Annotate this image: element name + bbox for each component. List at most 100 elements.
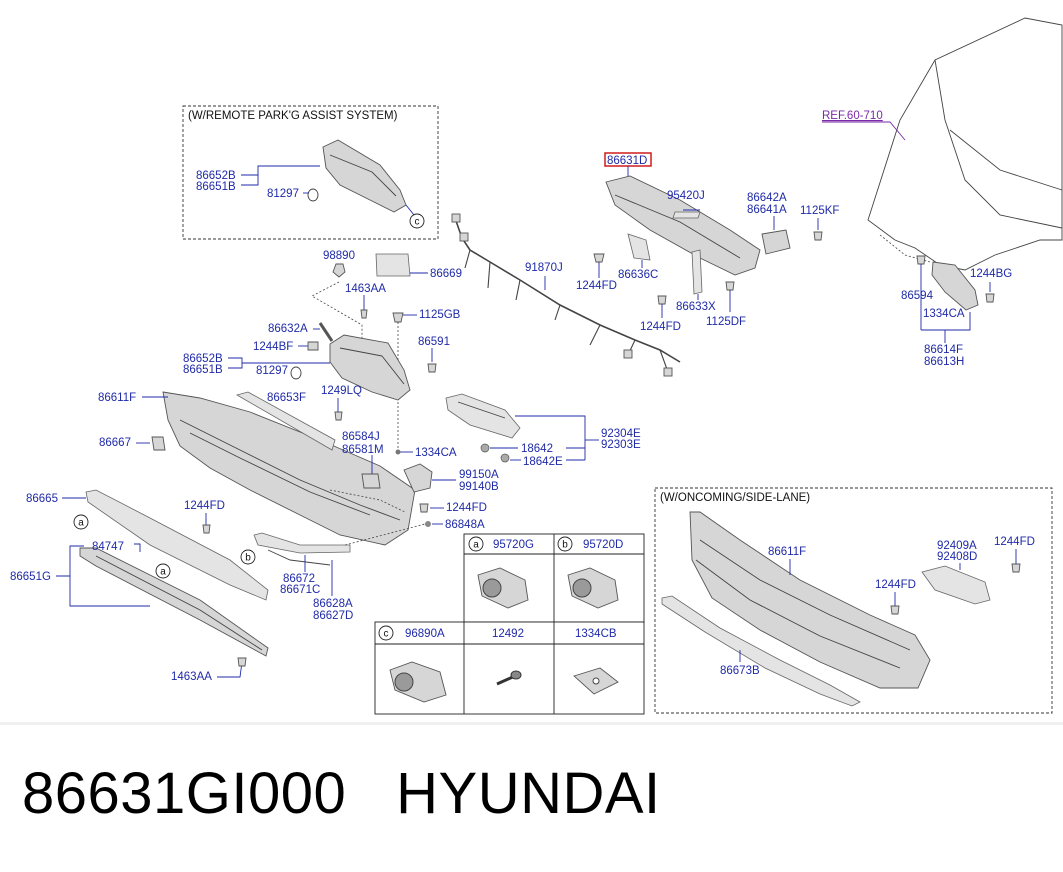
reflector-86653F [235,391,336,451]
callout-a-lower [155,563,171,579]
label-92408D[interactable]: 92408D [937,551,977,563]
label-86672[interactable]: 86672 [283,573,315,585]
label-86652B-upper[interactable]: 86652B [196,170,236,182]
label-86669[interactable]: 86669 [430,268,462,280]
label-12492[interactable]: 12492 [492,628,524,640]
clip-98890 [332,263,346,278]
label-86581M[interactable]: 86581M [342,444,384,456]
table-tag-b [557,536,573,552]
reflex-lamp-92304E [445,393,521,439]
label-86591[interactable]: 86591 [418,336,450,348]
svg-text:a: a [160,567,166,578]
label-86651B-upper[interactable]: 86651B [196,181,236,193]
label-1244FD-box-right[interactable]: 1244FD [994,536,1035,548]
label-86653F[interactable]: 86653F [267,392,306,404]
bracket-86636C [627,233,651,261]
label-99150A[interactable]: 99150A [459,469,499,481]
label-91870J[interactable]: 91870J [525,262,563,274]
callout-a-left [73,514,89,530]
remote-park-assist-title: (W/REMOTE PARK'G ASSIST SYSTEM) [188,110,398,122]
label-1334CA-right[interactable]: 1334CA [923,308,965,320]
label-1244FD-beam[interactable]: 1244FD [576,280,617,292]
label-1334CA-left[interactable]: 1334CA [415,447,457,459]
label-95720G[interactable]: 95720G [493,539,534,551]
sensor-95720D-image [567,567,619,609]
label-86636C[interactable]: 86636C [618,269,658,281]
label-92303E[interactable]: 92303E [601,439,641,451]
callout-c-upper [409,213,425,229]
label-86631D[interactable]: 86631D [607,155,647,167]
label-96890A[interactable]: 96890A [405,628,445,640]
molding-86673B [661,595,861,707]
part-86669 [375,253,411,277]
label-1463AA-lower[interactable]: 1463AA [171,671,212,683]
svg-text:b: b [245,553,251,564]
label-84747[interactable]: 84747 [92,541,124,553]
label-1334CB[interactable]: 1334CB [575,628,617,640]
label-1125DF[interactable]: 1125DF [706,316,746,328]
label-86665[interactable]: 86665 [26,493,58,505]
label-86667[interactable]: 86667 [99,437,131,449]
label-86651B-lower[interactable]: 86651B [183,364,223,376]
label-86594[interactable]: 86594 [901,290,934,302]
label-92409A[interactable]: 92409A [937,540,977,552]
label-1125KF[interactable]: 1125KF [800,205,839,217]
part-number-footer: 86631GI000 HYUNDAI [22,760,661,827]
label-1244FD-left[interactable]: 1244FD [184,500,225,512]
screw-86591 [427,363,437,373]
label-81297-upper[interactable]: 81297 [267,188,299,200]
label-86673B[interactable]: 86673B [720,665,760,677]
label-86627D[interactable]: 86627D [313,610,353,622]
bracket-86614F [931,261,979,311]
label-86651G[interactable]: 86651G [10,571,51,583]
label-86611F-left[interactable]: 86611F [98,392,136,404]
svg-text:c: c [415,217,420,228]
label-86611F-right[interactable]: 86611F [768,546,806,558]
label-86613H[interactable]: 86613H [924,356,964,368]
oncoming-side-lane-title: (W/ONCOMING/SIDE-LANE) [660,492,810,504]
label-18642E[interactable]: 18642E [523,456,563,468]
harness-91870J [454,217,681,363]
label-86641A[interactable]: 86641A [747,204,787,216]
label-92304E[interactable]: 92304E [601,428,641,440]
sensor-bracket-upper [322,139,407,213]
skid-plate-86651G [79,547,269,657]
ref-60-710[interactable]: REF.60-710 [822,110,883,122]
label-86628A[interactable]: 86628A [313,598,353,610]
label-95420J[interactable]: 95420J [667,190,705,202]
label-1125GB[interactable]: 1125GB [419,309,461,321]
label-1244BG[interactable]: 1244BG [970,268,1012,280]
label-18642[interactable]: 18642 [521,443,553,455]
label-98890[interactable]: 98890 [323,250,355,262]
label-1244BF[interactable]: 1244BF [253,341,293,353]
label-86848A[interactable]: 86848A [445,519,485,531]
callout-b [240,549,256,565]
label-86632A[interactable]: 86632A [268,323,308,335]
label-1244FD-mid[interactable]: 1244FD [446,502,487,514]
label-86652B-lower[interactable]: 86652B [183,353,223,365]
label-86614F[interactable]: 86614F [924,344,963,356]
label-81297-lower[interactable]: 81297 [256,365,288,377]
label-95720D[interactable]: 95720D [583,539,623,551]
rod-86632A [318,322,334,342]
garnish-86665 [85,489,269,601]
bolt-1125GB [392,312,404,323]
label-86671C[interactable]: 86671C [280,584,320,596]
footer-part-number: 86631GI000 [22,761,347,826]
label-1463AA-upper[interactable]: 1463AA [345,283,386,295]
label-86584J[interactable]: 86584J [342,431,380,443]
svg-text:c: c [384,629,389,640]
label-1244FD-beam2[interactable]: 1244FD [640,321,681,333]
footer-brand: HYUNDAI [396,761,661,826]
rear-bumper-cover [162,391,416,546]
label-1249LQ[interactable]: 1249LQ [321,385,362,397]
screw-12492-image [496,670,522,686]
table-tag-a [468,536,484,552]
label-1244FD-box-left[interactable]: 1244FD [875,579,916,591]
label-86633X[interactable]: 86633X [676,301,716,313]
label-86642A[interactable]: 86642A [747,192,787,204]
sensor-bracket-lower [329,334,411,401]
seal-ring-lower [290,366,302,380]
label-99140B[interactable]: 99140B [459,481,499,493]
